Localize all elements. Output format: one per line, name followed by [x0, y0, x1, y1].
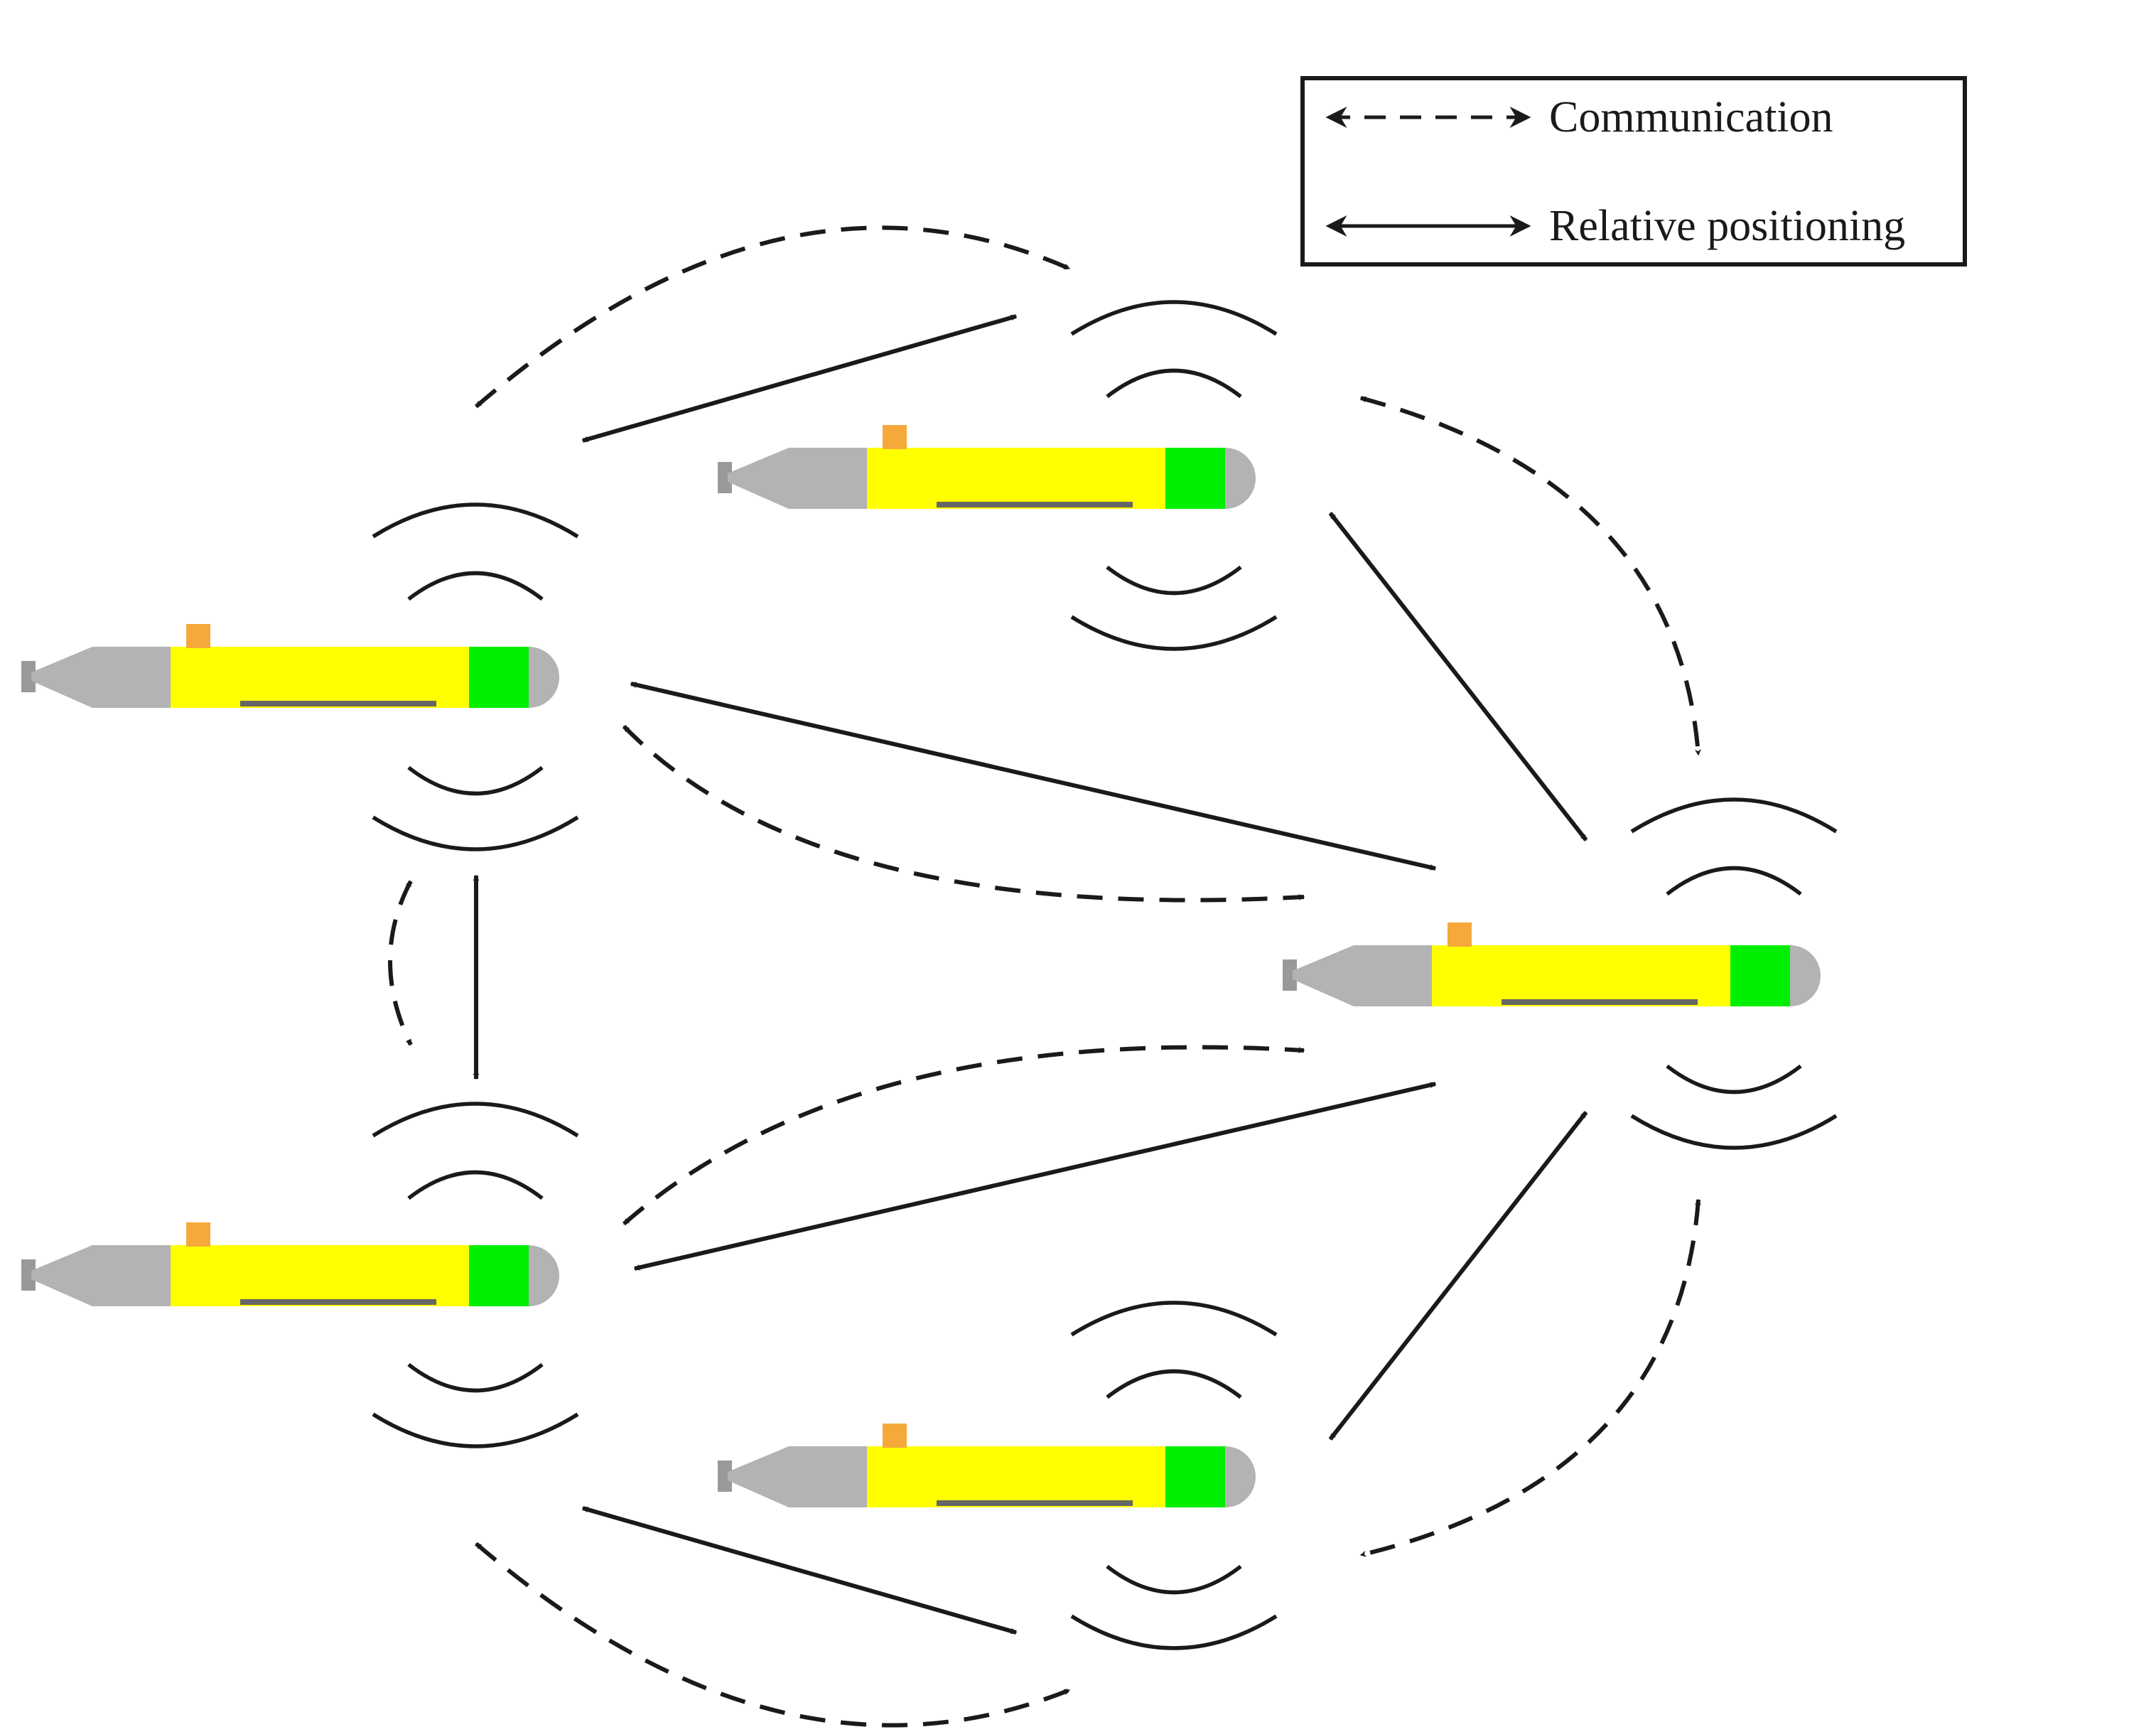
nose-cap — [529, 647, 559, 708]
acoustic-wave-icon — [1070, 300, 1278, 651]
pos-arrow-right-bottom — [1328, 1111, 1588, 1441]
sensor-mast — [883, 1424, 907, 1448]
legend-communication-label: Communication — [1549, 93, 1833, 141]
nose-cap — [529, 1245, 559, 1306]
nose-section — [469, 1245, 530, 1306]
auv-icon — [21, 624, 559, 708]
tail-cone — [728, 448, 873, 509]
auv-icon — [718, 1424, 1256, 1507]
comm-arrow-right-bottom — [1359, 1198, 1701, 1557]
acoustic-wave-icon — [372, 502, 579, 851]
nose-section — [1730, 945, 1791, 1006]
comm-arrow-top-right — [1359, 396, 1701, 756]
propeller-hub — [718, 1461, 732, 1492]
tail-cone — [31, 1245, 176, 1306]
nose-cap — [1225, 1446, 1256, 1507]
nose-section — [1165, 448, 1227, 509]
hull — [867, 1446, 1165, 1507]
hull — [171, 1245, 469, 1306]
tail-cone — [31, 647, 176, 708]
pos-arrow-leftlower-bottom — [581, 1506, 1018, 1635]
sensor-mast — [186, 1222, 210, 1247]
acoustic-waves — [372, 300, 1838, 1650]
legend-relative-positioning-label: Relative positioning — [1549, 202, 1905, 250]
comm-arrow-leftlower-bottom — [475, 1542, 1071, 1728]
pos-arrow-leftupper-top — [581, 314, 1018, 443]
keel — [937, 502, 1133, 507]
sensor-mast — [186, 624, 210, 648]
acoustic-wave-icon — [1630, 797, 1838, 1150]
keel — [240, 1299, 436, 1305]
tail-cone — [1293, 945, 1438, 1006]
hull — [867, 448, 1165, 509]
propeller-hub — [718, 462, 732, 493]
comm-arrow-leftupper-leftlower — [388, 880, 413, 1046]
pos-arrow-leftlower-right — [633, 1082, 1437, 1271]
nose-cap — [1225, 448, 1256, 509]
hull — [1432, 945, 1730, 1006]
sensor-mast — [1448, 923, 1472, 947]
nose-cap — [1790, 945, 1821, 1006]
auv-icon — [21, 1222, 559, 1306]
acoustic-wave-icon — [1070, 1301, 1278, 1650]
keel — [1502, 999, 1698, 1005]
legend-communication-entry: Communication — [1325, 93, 1833, 141]
positioning-links — [473, 314, 1588, 1635]
hull — [171, 647, 469, 708]
legend: Communication Relative positioning — [1300, 76, 1967, 267]
nose-section — [1165, 1446, 1227, 1507]
keel — [937, 1500, 1133, 1506]
legend-relative-positioning-entry: Relative positioning — [1325, 202, 1905, 250]
propeller-hub — [21, 1259, 36, 1291]
auv-icon — [718, 425, 1256, 509]
vehicles — [21, 425, 1821, 1507]
comm-arrow-leftupper-top — [475, 225, 1071, 409]
acoustic-wave-icon — [372, 1102, 579, 1448]
nose-section — [469, 647, 530, 708]
pos-arrow-top-right — [1328, 512, 1588, 841]
sensor-mast — [883, 425, 907, 449]
keel — [240, 701, 436, 706]
pos-arrow-leftupper-right — [630, 682, 1437, 871]
tail-cone — [728, 1446, 873, 1507]
propeller-hub — [21, 661, 36, 692]
propeller-hub — [1283, 959, 1297, 991]
auv-icon — [1283, 923, 1821, 1006]
